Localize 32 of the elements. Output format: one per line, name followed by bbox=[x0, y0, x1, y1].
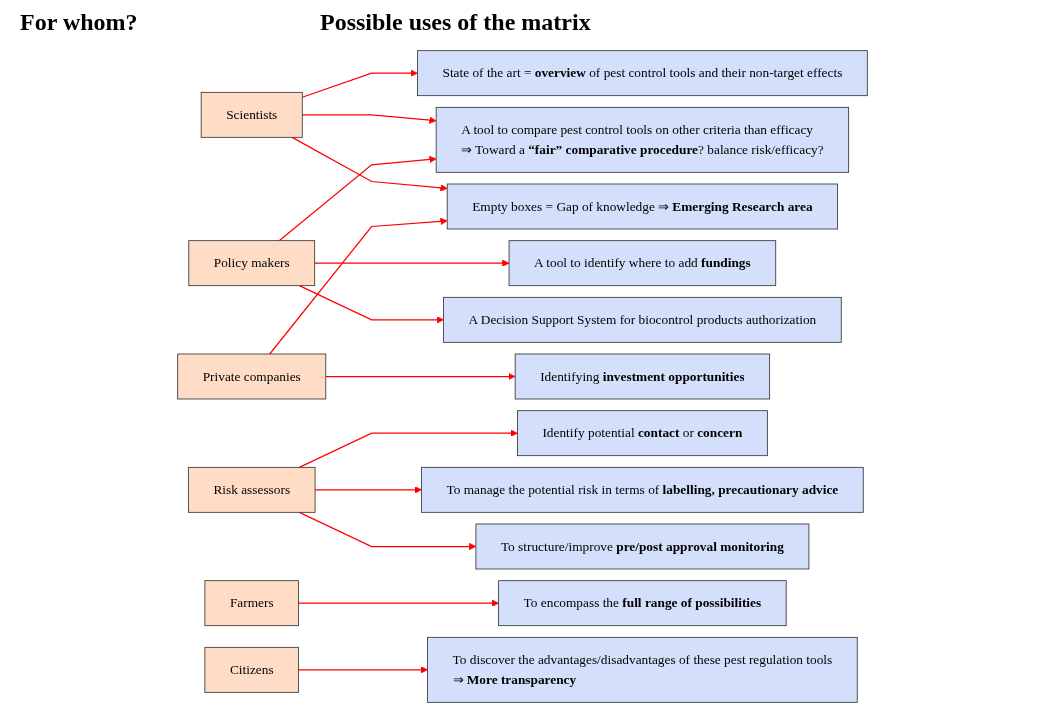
node-box: To manage the potential risk in terms of labelling, precautionary advice bbox=[421, 466, 864, 513]
column-heading: For whom? bbox=[20, 8, 139, 36]
node-box: A Decision Support System for biocontrol products authorization bbox=[443, 296, 842, 343]
node-box: To discover the advantages/disadvantages of these pest regulation tools ⇒ More transparency bbox=[427, 636, 858, 703]
node-box: Identify potential contact or concern bbox=[517, 410, 768, 457]
node-box: Risk assessors bbox=[187, 466, 316, 513]
arrow bbox=[298, 511, 477, 551]
arrow bbox=[314, 259, 510, 267]
node-box: Empty boxes = Gap of knowledge ⇒ Emerging Research area bbox=[446, 183, 838, 230]
node-box: To structure/improve pre/post approval monitoring bbox=[475, 523, 810, 570]
arrow bbox=[297, 599, 499, 607]
node-box: Citizens bbox=[204, 646, 299, 693]
arrow bbox=[297, 666, 428, 674]
node-box: To encompass the full range of possibilities bbox=[498, 580, 787, 627]
node-box: A tool to compare pest control tools on other criteria than efficacy ⇒ Toward a “fair” comparative procedure? balance risk/efficacy? bbox=[435, 106, 850, 173]
node-box: A tool to identify where to add fundings bbox=[508, 240, 777, 287]
arrow bbox=[298, 429, 518, 468]
arrow bbox=[298, 285, 444, 324]
node-box: Identifying investment opportunities bbox=[514, 353, 771, 400]
arrow bbox=[301, 114, 437, 124]
arrow bbox=[314, 486, 422, 494]
arrow bbox=[278, 155, 437, 242]
node-box: Farmers bbox=[204, 580, 299, 627]
column-heading: Possible uses of the matrix bbox=[320, 8, 591, 36]
arrow bbox=[301, 69, 418, 98]
node-box: Scientists bbox=[200, 91, 303, 138]
node-box: Private companies bbox=[177, 353, 327, 400]
node-box: State of the art = overview of pest control tools and their non-target effects bbox=[417, 50, 868, 97]
node-box: Policy makers bbox=[188, 240, 316, 287]
arrow bbox=[269, 217, 448, 355]
arrow bbox=[325, 372, 516, 381]
arrow bbox=[291, 136, 448, 192]
